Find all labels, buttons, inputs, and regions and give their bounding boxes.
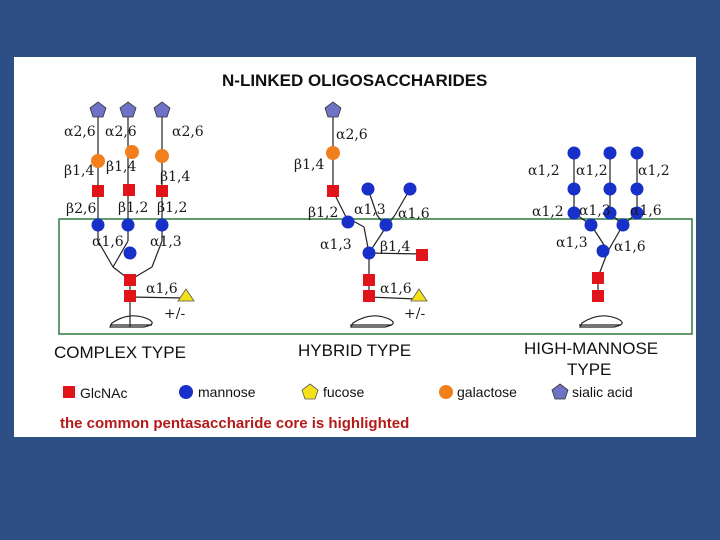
mannose-icon	[567, 182, 581, 196]
mannose-icon	[155, 218, 169, 232]
linkage-label: α2,6	[64, 124, 96, 140]
glcnac-icon	[92, 185, 104, 197]
glcnac-icon	[363, 274, 375, 286]
linkage-label: α1,6	[380, 281, 412, 297]
glcnac-legend-icon	[63, 386, 75, 398]
fucose-icon	[410, 288, 428, 302]
mannose-icon	[603, 182, 617, 196]
linkage-label: α1,2	[532, 204, 564, 220]
high-mannose-type-label-line2: TYPE	[567, 360, 611, 379]
protein-anchor-icon	[579, 315, 623, 328]
sialic-acid-icon	[324, 101, 342, 118]
sialic-acid-legend-icon	[551, 383, 569, 400]
legend-galactose: galactose	[457, 384, 517, 400]
linkage-label: β1,4	[106, 159, 136, 175]
mannose-icon	[91, 218, 105, 232]
oligosaccharide-diagram: N-LINKED OLIGOSACCHARIDES	[54, 71, 693, 432]
glcnac-icon	[124, 274, 136, 286]
high-mannose-type-label: HIGH-MANNOSE	[524, 339, 658, 358]
hybrid-structure: α2,6 β1,4 β1,2 α1,3 α1,6 α1,3 β1,4 α1,6 …	[294, 101, 430, 328]
linkage-label: β1,4	[380, 239, 410, 255]
mannose-icon	[596, 244, 610, 258]
mannose-icon	[630, 206, 644, 220]
mannose-icon	[379, 218, 393, 232]
legend-glcnac: GlcNAc	[80, 385, 127, 401]
linkage-label: β1,4	[64, 163, 94, 179]
mannose-icon	[567, 206, 581, 220]
linkage-label: β1,2	[308, 205, 338, 221]
legend: GlcNAc mannose fucose galactose sialic a…	[63, 383, 633, 401]
fucose-optional-label: +/-	[164, 306, 185, 322]
galactose-icon	[155, 149, 169, 163]
fucose-legend-icon	[301, 383, 319, 400]
linkage-label: α1,2	[528, 163, 560, 179]
core-highlight-box	[58, 218, 693, 335]
linkage-label: β1,4	[294, 157, 324, 173]
glcnac-icon	[416, 249, 428, 261]
linkage-label: α1,3	[150, 234, 182, 250]
mannose-icon	[123, 246, 137, 260]
glcnac-icon	[592, 290, 604, 302]
mannose-legend-icon	[179, 385, 193, 399]
glcnac-icon	[124, 290, 136, 302]
linkage-label: α1,6	[398, 206, 430, 222]
mannose-icon	[567, 146, 581, 160]
mannose-icon	[362, 246, 376, 260]
protein-anchor-icon	[109, 315, 153, 328]
complex-type-label: COMPLEX TYPE	[54, 343, 186, 362]
linkage-label: α1,3	[556, 235, 588, 251]
sialic-acid-icon	[119, 101, 137, 118]
glcnac-icon	[327, 185, 339, 197]
high-mannose-structure: α1,2 α1,2 α1,2 α1,2 α1,3 α1,6 α1,3 α1,6	[528, 146, 670, 328]
mannose-icon	[616, 218, 630, 232]
protein-anchor-icon	[350, 315, 394, 328]
linkage-label: α1,2	[638, 163, 670, 179]
complex-structure: α2,6 α2,6 α2,6 β1,4 β1,4 β1,4 β2,6 β1,2 …	[64, 101, 204, 328]
linkage-label: α2,6	[336, 127, 368, 143]
linkage-label: β1,2	[118, 200, 148, 216]
mannose-icon	[584, 218, 598, 232]
linkage-label: α1,3	[579, 203, 611, 219]
glcnac-icon	[592, 272, 604, 284]
glcnac-icon	[156, 185, 168, 197]
linkage-label: α1,2	[576, 163, 608, 179]
galactose-icon	[125, 145, 139, 159]
linkage-label: α1,3	[320, 237, 352, 253]
galactose-icon	[326, 146, 340, 160]
fucose-optional-label: +/-	[404, 306, 425, 322]
legend-fucose: fucose	[323, 384, 364, 400]
linkage-label: α2,6	[172, 124, 204, 140]
linkage-label: α1,3	[354, 202, 386, 218]
galactose-icon	[91, 154, 105, 168]
footer-note: the common pentasaccharide core is highl…	[60, 415, 409, 432]
mannose-icon	[341, 215, 355, 229]
sialic-acid-icon	[89, 101, 107, 118]
slide-panel: N-LINKED OLIGOSACCHARIDES	[14, 57, 696, 437]
mannose-icon	[361, 182, 375, 196]
linkage-label: β2,6	[66, 201, 96, 217]
glcnac-icon	[123, 184, 135, 196]
mannose-icon	[603, 206, 617, 220]
galactose-legend-icon	[439, 385, 453, 399]
sialic-acid-icon	[153, 101, 171, 118]
linkage-label: α1,6	[146, 281, 178, 297]
legend-mannose: mannose	[198, 384, 256, 400]
mannose-icon	[121, 218, 135, 232]
mannose-icon	[630, 146, 644, 160]
mannose-icon	[403, 182, 417, 196]
fucose-icon	[177, 288, 195, 302]
glcnac-icon	[363, 290, 375, 302]
linkage-label: β1,2	[157, 200, 187, 216]
linkage-label: α1,6	[92, 234, 124, 250]
linkage-label: α1,6	[614, 239, 646, 255]
legend-sialic-acid: sialic acid	[572, 384, 633, 400]
linkage-label: α1,6	[630, 203, 662, 219]
mannose-icon	[603, 146, 617, 160]
linkage-label: β1,4	[160, 169, 190, 185]
linkage-label: α2,6	[105, 124, 137, 140]
hybrid-type-label: HYBRID TYPE	[298, 341, 411, 360]
diagram-title: N-LINKED OLIGOSACCHARIDES	[222, 71, 487, 90]
mannose-icon	[630, 182, 644, 196]
